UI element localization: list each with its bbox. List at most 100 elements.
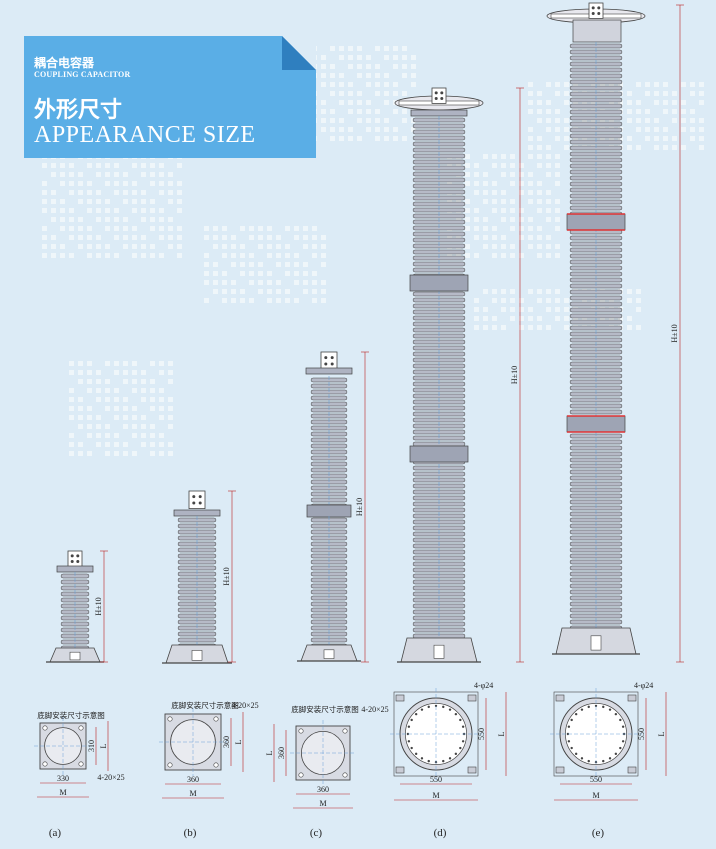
top-cap xyxy=(410,109,468,117)
mount-foot xyxy=(395,694,405,702)
mount-hole xyxy=(78,761,84,767)
flange-joint xyxy=(409,274,469,292)
dim-label-M: M xyxy=(432,791,439,800)
terminal-plate xyxy=(320,351,338,371)
terminal-hole xyxy=(330,362,334,366)
bolt-dot xyxy=(461,725,465,728)
bolt-dot xyxy=(407,725,411,728)
dim-label-depth: 550 xyxy=(637,728,646,740)
terminal-hole xyxy=(70,554,74,558)
bolt-dot xyxy=(619,746,622,750)
mount-hole xyxy=(42,761,48,767)
mount-hole xyxy=(213,762,219,768)
mount-hole xyxy=(42,725,48,731)
height-dim-label: H±10 xyxy=(222,567,231,585)
terminal-hole xyxy=(324,362,328,366)
bolt-dot xyxy=(608,757,612,760)
bolt-dot xyxy=(608,708,612,711)
bolt-dot xyxy=(567,725,571,728)
hole-spec-a: 4-20×25 xyxy=(97,773,124,782)
bolt-dot xyxy=(427,759,430,763)
dim-label-depth: 550 xyxy=(477,728,486,740)
dim-label-width: 550 xyxy=(590,775,602,784)
bolt-dot xyxy=(574,752,578,756)
column-circle xyxy=(44,727,82,765)
mount-hole xyxy=(78,725,84,731)
bolt-dot xyxy=(570,746,573,750)
dim-label-depth: 360 xyxy=(222,736,231,748)
hole-spec-c: 4-20×25 xyxy=(361,705,388,714)
dim-label-width: 360 xyxy=(187,775,199,784)
dim-label-M: M xyxy=(189,789,196,798)
terminal-hole xyxy=(192,501,196,505)
banner-title-cn: 耦合电容器 xyxy=(34,56,95,70)
dim-label-width: 330 xyxy=(57,774,69,783)
figure-label-c: (c) xyxy=(310,827,323,839)
top-cap xyxy=(56,565,94,573)
dim-label-M: M xyxy=(592,791,599,800)
plan-title: 底脚安装尺寸示意图 xyxy=(37,710,105,720)
bolt-dot xyxy=(442,759,445,763)
flange-joint xyxy=(409,445,469,463)
bolt-dot xyxy=(448,708,452,711)
top-cap xyxy=(305,367,353,375)
bolt-dot xyxy=(410,718,413,722)
base-box xyxy=(191,650,203,661)
bolt-dot xyxy=(414,752,418,756)
plan-title: 底脚安装尺寸示意图 xyxy=(171,700,239,710)
bolt-dot xyxy=(414,712,418,716)
bolt-dot xyxy=(427,705,430,709)
terminal-plate xyxy=(431,87,447,104)
terminal-hole xyxy=(198,501,202,505)
terminal-hole xyxy=(192,495,196,499)
bolt-dot xyxy=(442,705,445,709)
bolt-dot xyxy=(448,757,452,760)
bolt-dot xyxy=(574,712,578,716)
bolt-dot xyxy=(580,757,584,760)
terminal-hole xyxy=(597,12,601,15)
mount-foot xyxy=(627,766,637,774)
bolt-dot xyxy=(621,740,625,743)
terminal-hole xyxy=(324,356,328,360)
dim-label-M: M xyxy=(59,788,66,797)
flange-joint xyxy=(566,415,626,433)
bolt-dot xyxy=(602,705,605,709)
bolt-dot xyxy=(587,759,590,763)
dim-label-width: 360 xyxy=(317,785,329,794)
terminal-hole xyxy=(434,91,438,95)
figure-label-d: (d) xyxy=(434,827,447,839)
base-box xyxy=(69,651,81,661)
bolt-dot xyxy=(434,704,438,708)
mount-hole xyxy=(213,716,219,722)
base-box xyxy=(323,649,335,659)
terminal-hole xyxy=(591,12,595,15)
dim-label-depth: 310 xyxy=(87,740,96,752)
bolt-dot xyxy=(420,757,424,760)
bolt-dot xyxy=(459,718,462,722)
terminal-plate xyxy=(588,2,604,19)
flange-joint xyxy=(566,213,626,231)
terminal-hole xyxy=(597,6,601,10)
terminal-plate xyxy=(188,490,206,510)
mount-foot xyxy=(555,694,565,702)
bolt-dot xyxy=(459,746,462,750)
bolt-dot xyxy=(420,708,424,711)
hole-spec-b: 4-20×25 xyxy=(231,701,258,710)
mount-hole xyxy=(342,772,348,778)
dim-label-L: L xyxy=(497,731,506,736)
height-dim-label: H±10 xyxy=(355,498,364,516)
top-cap xyxy=(572,19,622,43)
dim-label-width: 550 xyxy=(430,775,442,784)
hole-spec: 4-φ24 xyxy=(634,681,653,690)
bolt-dot xyxy=(410,746,413,750)
terminal-plate xyxy=(67,550,83,567)
top-cap xyxy=(173,509,221,517)
dim-label-depth: 360 xyxy=(277,747,286,759)
terminal-hole xyxy=(198,495,202,499)
figure-label-a: (a) xyxy=(49,827,62,839)
dim-label-L: L xyxy=(265,750,274,755)
base-box xyxy=(590,635,602,651)
mount-foot xyxy=(627,694,637,702)
hole-spec: 4-φ24 xyxy=(474,681,493,690)
